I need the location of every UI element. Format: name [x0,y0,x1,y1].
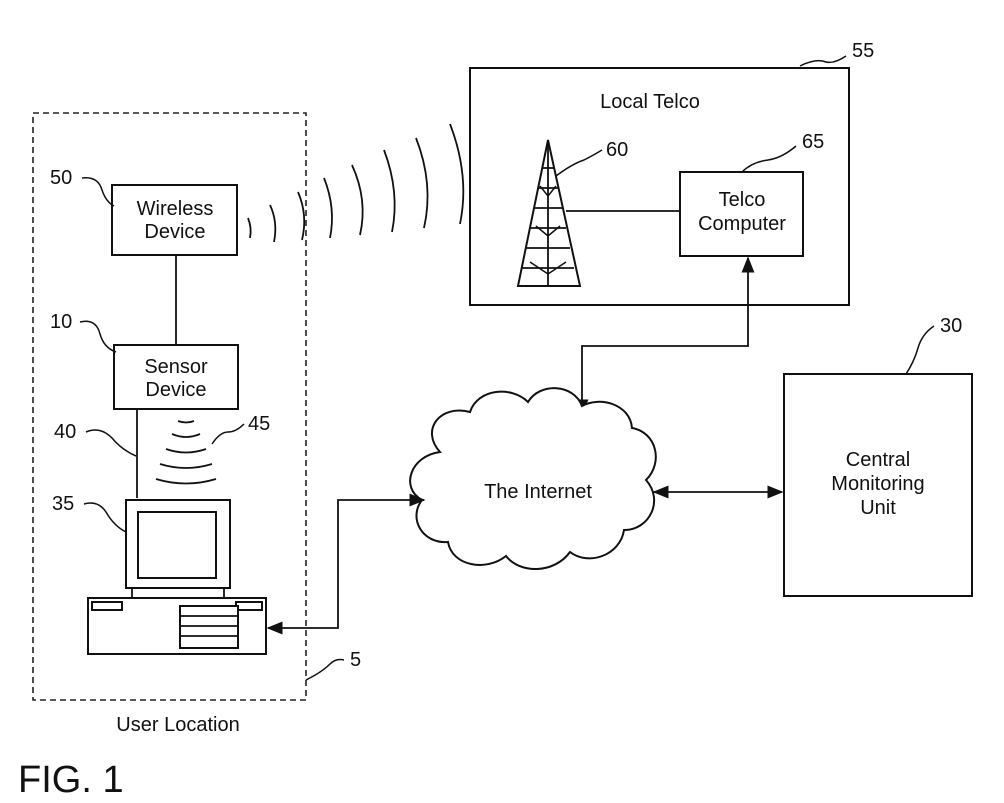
sensor-device-label-line2: Device [145,379,206,401]
link-computer-internet [268,500,424,628]
wireless-device-label-line1: Wireless [137,198,214,220]
central-monitoring-label-line3: Unit [860,497,896,519]
wireless-signal-icon: 45 [156,413,270,484]
ref-tower: 60 [606,139,628,161]
internet-label: The Internet [484,481,592,503]
desktop-computer-icon: 35 [52,493,266,654]
figure-caption: FIG. 1 [18,759,124,801]
ref-wireless-device: 50 [50,167,72,189]
telco-computer-label-line2: Computer [698,213,786,235]
central-monitoring-label-line1: Central [846,449,910,471]
central-monitoring-label-line2: Monitoring [831,473,924,495]
central-monitoring-unit: Central Monitoring Unit 30 [784,315,972,596]
telco-computer-label-line1: Telco [719,189,766,211]
sensor-device-label-line1: Sensor [144,356,208,378]
wireless-device: Wireless Device 50 [50,167,237,255]
ref-sensor-device: 10 [50,311,72,333]
sensor-cable: 40 [54,409,137,498]
user-location-label: User Location [116,714,239,736]
ref-user-location: 5 [350,649,361,671]
ref-computer: 35 [52,493,74,515]
ref-central-monitoring: 30 [940,315,962,337]
radio-waves [248,112,493,242]
sensor-device: Sensor Device 10 [50,311,238,409]
ref-wireless-signal: 45 [248,413,270,435]
ref-telco-computer: 65 [802,131,824,153]
wireless-device-label-line2: Device [144,221,205,243]
ref-local-telco: 55 [852,40,874,62]
local-telco-label: Local Telco [600,91,700,113]
ref-cable: 40 [54,421,76,443]
internet-cloud-icon: The Internet [410,388,656,569]
